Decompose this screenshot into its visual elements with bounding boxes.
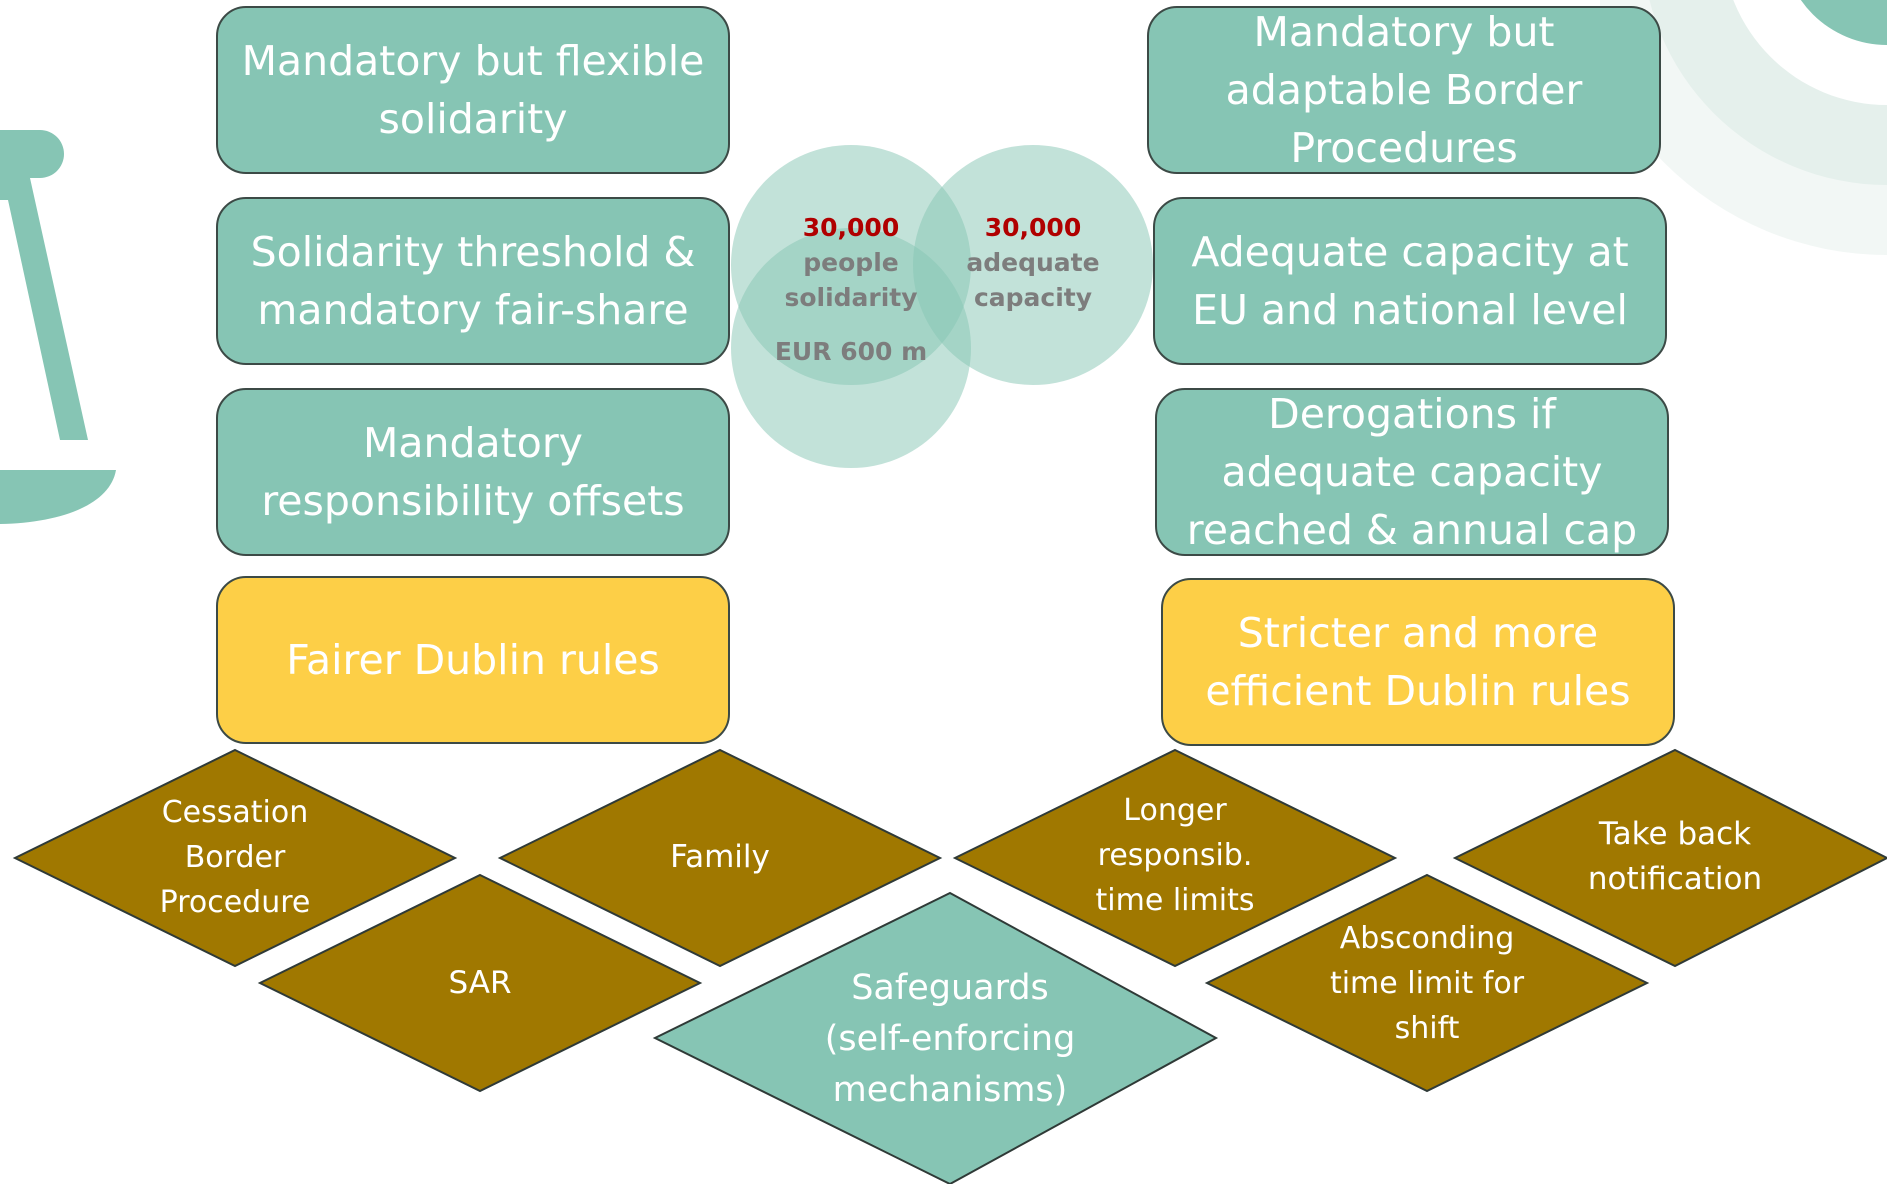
diamond-longer [952, 748, 1398, 968]
venn-right-label-2: capacity [973, 283, 1093, 312]
venn-left-text: 30,000 people solidarity [771, 210, 931, 315]
venn-left-number: 30,000 [802, 213, 900, 242]
venn-right-number: 30,000 [984, 213, 1082, 242]
left-box-responsibility-offsets: Mandatory responsibility offsets [216, 388, 730, 556]
diamond-sar-label: SAR [448, 965, 512, 1001]
diamond-family [497, 748, 943, 968]
decorative-arcs [1600, 0, 1887, 255]
venn-right-text: 30,000 adequate capacity [953, 210, 1113, 315]
diamond-take-back [1452, 748, 1887, 968]
right-box-derogations-text: Derogations if adequate capacity reached… [1186, 390, 1638, 554]
right-box-stricter-dublin-text: Stricter and more efficient Dublin rules [1205, 609, 1631, 715]
venn-left-label-1: people [803, 248, 899, 277]
diamond-take-back-label: Take back notification [1587, 816, 1763, 897]
right-box-border-procedures: Mandatory but adaptable Border Procedure… [1147, 6, 1661, 174]
venn-right-label-1: adequate [966, 248, 1100, 277]
right-box-derogations: Derogations if adequate capacity reached… [1155, 388, 1669, 556]
diamond-sar [257, 873, 703, 1093]
diamond-safeguards [652, 891, 1219, 1184]
diamond-cessation-label: Cessation Border Procedure [159, 795, 311, 920]
venn-circle-bottom [731, 228, 971, 468]
diamond-longer-label: Longer responsib. time limits [1095, 793, 1255, 918]
scale-icon [0, 130, 116, 524]
left-box-fairer-dublin: Fairer Dublin rules [216, 576, 730, 744]
right-box-stricter-dublin: Stricter and more efficient Dublin rules [1161, 578, 1675, 746]
diamond-family-label: Family [670, 839, 770, 875]
left-box-solidarity-threshold: Solidarity threshold & mandatory fair-sh… [216, 197, 730, 365]
left-box-fairer-dublin-text: Fairer Dublin rules [286, 636, 660, 684]
right-box-adequate-capacity-text: Adequate capacity at EU and national lev… [1191, 228, 1629, 334]
diamond-cessation [12, 748, 458, 968]
left-box-flexible-solidarity-text: Mandatory but flexible solidarity [241, 37, 705, 143]
right-box-border-procedures-text: Mandatory but adaptable Border Procedure… [1225, 8, 1583, 172]
left-box-flexible-solidarity: Mandatory but flexible solidarity [216, 6, 730, 174]
venn-bottom-label: EUR 600 m [774, 337, 928, 366]
left-box-responsibility-offsets-text: Mandatory responsibility offsets [261, 419, 685, 525]
venn-left-label-2: solidarity [784, 283, 918, 312]
venn-circle-right [913, 145, 1153, 385]
diamond-safeguards-label: Safeguards (self-enforcing mechanisms) [824, 968, 1076, 1110]
diamond-absconding [1204, 873, 1650, 1093]
right-box-adequate-capacity: Adequate capacity at EU and national lev… [1153, 197, 1667, 365]
left-box-solidarity-threshold-text: Solidarity threshold & mandatory fair-sh… [250, 228, 696, 334]
diamond-absconding-label: Absconding time limit for shift [1329, 921, 1525, 1046]
venn-bottom-text: EUR 600 m [751, 334, 951, 369]
